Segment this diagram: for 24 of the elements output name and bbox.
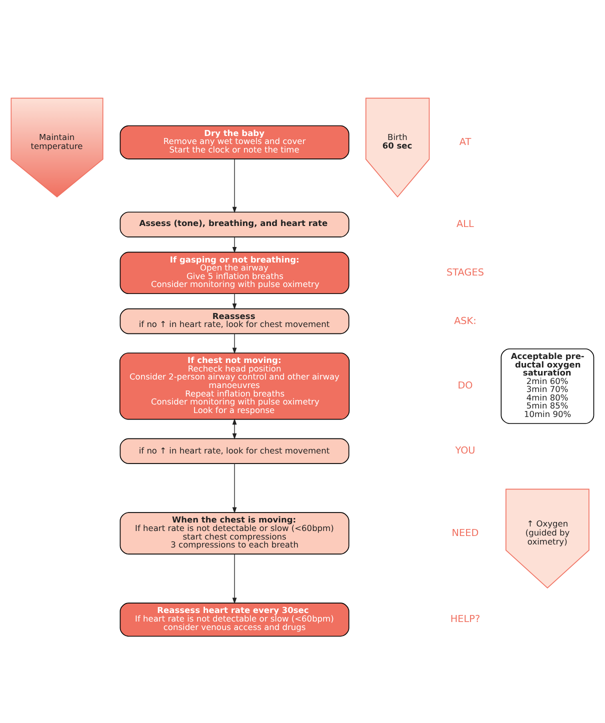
arrow	[232, 236, 237, 253]
label: HELP?	[450, 614, 480, 625]
label: DO	[458, 380, 473, 392]
node-box: If chest not moving: Recheck head position Consider 2-person airway control and other airway manoeuvres Repeat inflation breaths Consider monitoring with pulse oximetry Look for a response	[119, 352, 350, 420]
node-box: Reassess heart rate every 30sec If heart rate is not detectable or slow (<60bpm) consider venous access and drugs	[120, 602, 350, 636]
node-box: Assess (tone), breathing, and heart rate	[120, 211, 350, 237]
node-box: Reassess if no ↑ in heart rate, look for chest movement	[120, 308, 350, 334]
arrow	[232, 553, 237, 604]
label: STAGES	[446, 266, 484, 278]
label: AT	[459, 136, 472, 148]
node-box: When the chest is moving: If heart rate is not detectable or slow (<60bpm) start chest compressions 3 compressions to each breath	[120, 512, 350, 554]
label: NEED	[452, 527, 479, 538]
label: ALL	[456, 218, 474, 230]
arrow	[232, 158, 237, 213]
arrow	[232, 333, 237, 354]
node-box: If gasping or not breathing: Open the airway Give 5 inflation breaths Consider monitoring with pulse oximetry	[120, 251, 350, 294]
node-box: Acceptable pre-ductal oxygen saturation 2min 60% 3min 70% 4min 80% 5min 85% 10min 90%	[500, 348, 594, 424]
node-box: Dry the baby Remove any wet towels and cover Start the clock or note the time	[120, 124, 350, 159]
arrow	[232, 292, 237, 310]
arrow	[232, 418, 237, 440]
node-box: if no ↑ in heart rate, look for chest movement	[120, 438, 350, 464]
label: YOU	[455, 445, 476, 456]
arrow	[232, 462, 237, 513]
label: ASK:	[454, 315, 476, 326]
